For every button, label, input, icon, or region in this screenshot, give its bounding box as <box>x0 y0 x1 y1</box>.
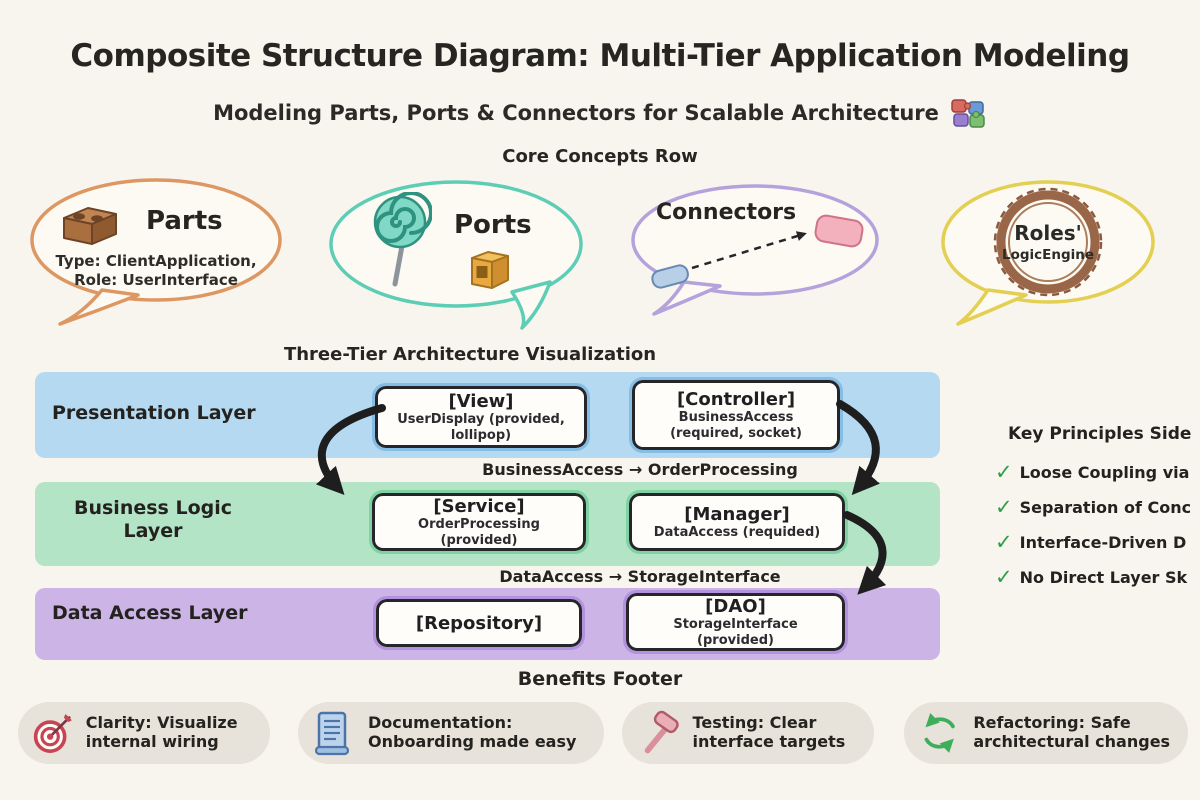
box-view-subtitle: UserDisplay (provided, lollipop) <box>397 411 565 443</box>
layer-label-data-access: Data Access Layer <box>52 602 248 624</box>
document-icon <box>314 711 350 756</box>
bubble-parts-title: Parts <box>146 206 223 236</box>
sidebar-item-label: Separation of Conc <box>1019 497 1192 517</box>
benefit-refactoring: Refactoring: Safe architectural changes <box>904 702 1188 764</box>
box-controller-subtitle: BusinessAccess (required, socket) <box>670 409 802 441</box>
box-manager: [Manager] DataAccess (requided) <box>626 490 848 554</box>
target-icon <box>33 713 72 753</box>
benefits-footer-heading: Benefits Footer <box>517 668 683 690</box>
socket-icon <box>471 251 509 289</box>
bubble-ports-outline <box>329 180 583 330</box>
benefit-testing-text: Testing: Clear interface targets <box>692 713 846 751</box>
bubble-connectors-title: Connectors <box>656 200 797 225</box>
layer-label-business-logic: Business Logic Layer <box>73 497 232 542</box>
box-service-subtitle: OrderProcessing (provided) <box>418 516 540 548</box>
bubble-connectors: Connectors <box>626 182 884 318</box>
box-view: [View] UserDisplay (provided, lollipop) <box>372 383 590 451</box>
benefit-clarity: Clarity: Visualize internal wiring <box>18 702 270 764</box>
box-manager-title: [Manager] <box>684 503 790 525</box>
box-service: [Service] OrderProcessing (provided) <box>369 490 589 554</box>
sidebar-item-label: No Direct Layer Sk <box>1019 567 1188 587</box>
core-concepts-heading: Core Concepts Row <box>502 146 698 167</box>
bubble-roles-line1: LogicEngine <box>1001 247 1095 263</box>
benefit-testing: Testing: Clear interface targets <box>622 702 874 764</box>
benefit-documentation-text: Documentation: Onboarding made easy <box>368 713 577 751</box>
box-dao-subtitle: StorageInterface (provided) <box>673 616 798 648</box>
page-subtitle: Modeling Parts, Ports & Connectors for S… <box>213 101 939 125</box>
bubble-parts-line1: Type: ClientApplication, <box>55 252 257 270</box>
layer-label-presentation: Presentation Layer <box>52 402 256 424</box>
box-dao-title: [DAO] <box>705 595 766 617</box>
sidebar-item-interface-driven: ✓ Interface-Driven D <box>995 530 1186 554</box>
box-service-title: [Service] <box>433 495 525 517</box>
bubble-ports-title: Ports <box>454 210 532 240</box>
sidebar-item-no-layer-skipping: ✓ No Direct Layer Sk <box>995 565 1187 589</box>
box-controller-title: [Controller] <box>676 388 796 410</box>
page-title: Composite Structure Diagram: Multi-Tier … <box>70 38 1130 74</box>
benefit-documentation: Documentation: Onboarding made easy <box>298 702 604 764</box>
flow-label-data-access: DataAccess → StorageInterface <box>499 567 781 586</box>
lollipop-icon <box>373 192 432 287</box>
bubble-ports: Ports <box>324 178 588 332</box>
check-icon: ✓ <box>995 565 1013 589</box>
sidebar-item-label: Interface-Driven D <box>1019 532 1187 552</box>
sidebar-item-loose-coupling: ✓ Loose Coupling via <box>995 460 1189 484</box>
puzzle-icon <box>951 99 985 128</box>
recycle-icon <box>924 713 955 753</box>
box-repository: [Repository] <box>373 596 585 650</box>
box-view-title: [View] <box>448 390 514 412</box>
box-controller: [Controller] BusinessAccess (required, s… <box>629 377 843 453</box>
sidebar-item-separation: ✓ Separation of Conc <box>995 495 1191 519</box>
flow-label-business-access: BusinessAccess → OrderProcessing <box>482 460 798 479</box>
hammer-icon <box>644 710 679 754</box>
box-dao: [DAO] StorageInterface (provided) <box>623 590 848 654</box>
bubble-parts-line2: Role: UserInterface <box>74 270 238 289</box>
box-repository-title: [Repository] <box>415 612 543 634</box>
bubble-roles-title: Roles' <box>1014 221 1082 245</box>
box-manager-subtitle: DataAccess (requided) <box>653 524 821 540</box>
bubble-roles: Roles' LogicEngine <box>936 178 1160 328</box>
connector-dashed-arrow-icon <box>651 214 864 289</box>
architecture-heading: Three-Tier Architecture Visualization <box>283 344 657 365</box>
check-icon: ✓ <box>995 460 1013 484</box>
brick-icon <box>63 207 117 245</box>
benefit-refactoring-text: Refactoring: Safe architectural changes <box>973 713 1171 751</box>
benefit-clarity-text: Clarity: Visualize internal wiring <box>85 713 238 751</box>
check-icon: ✓ <box>995 495 1013 519</box>
bubble-parts: Parts Type: ClientApplication, Role: Use… <box>24 176 288 328</box>
sidebar-item-label: Loose Coupling via <box>1019 462 1190 482</box>
check-icon: ✓ <box>995 530 1013 554</box>
sidebar-heading: Key Principles Side <box>1008 424 1192 444</box>
rosette-icon <box>993 187 1103 297</box>
subtitle-row: Modeling Parts, Ports & Connectors for S… <box>0 97 1200 129</box>
